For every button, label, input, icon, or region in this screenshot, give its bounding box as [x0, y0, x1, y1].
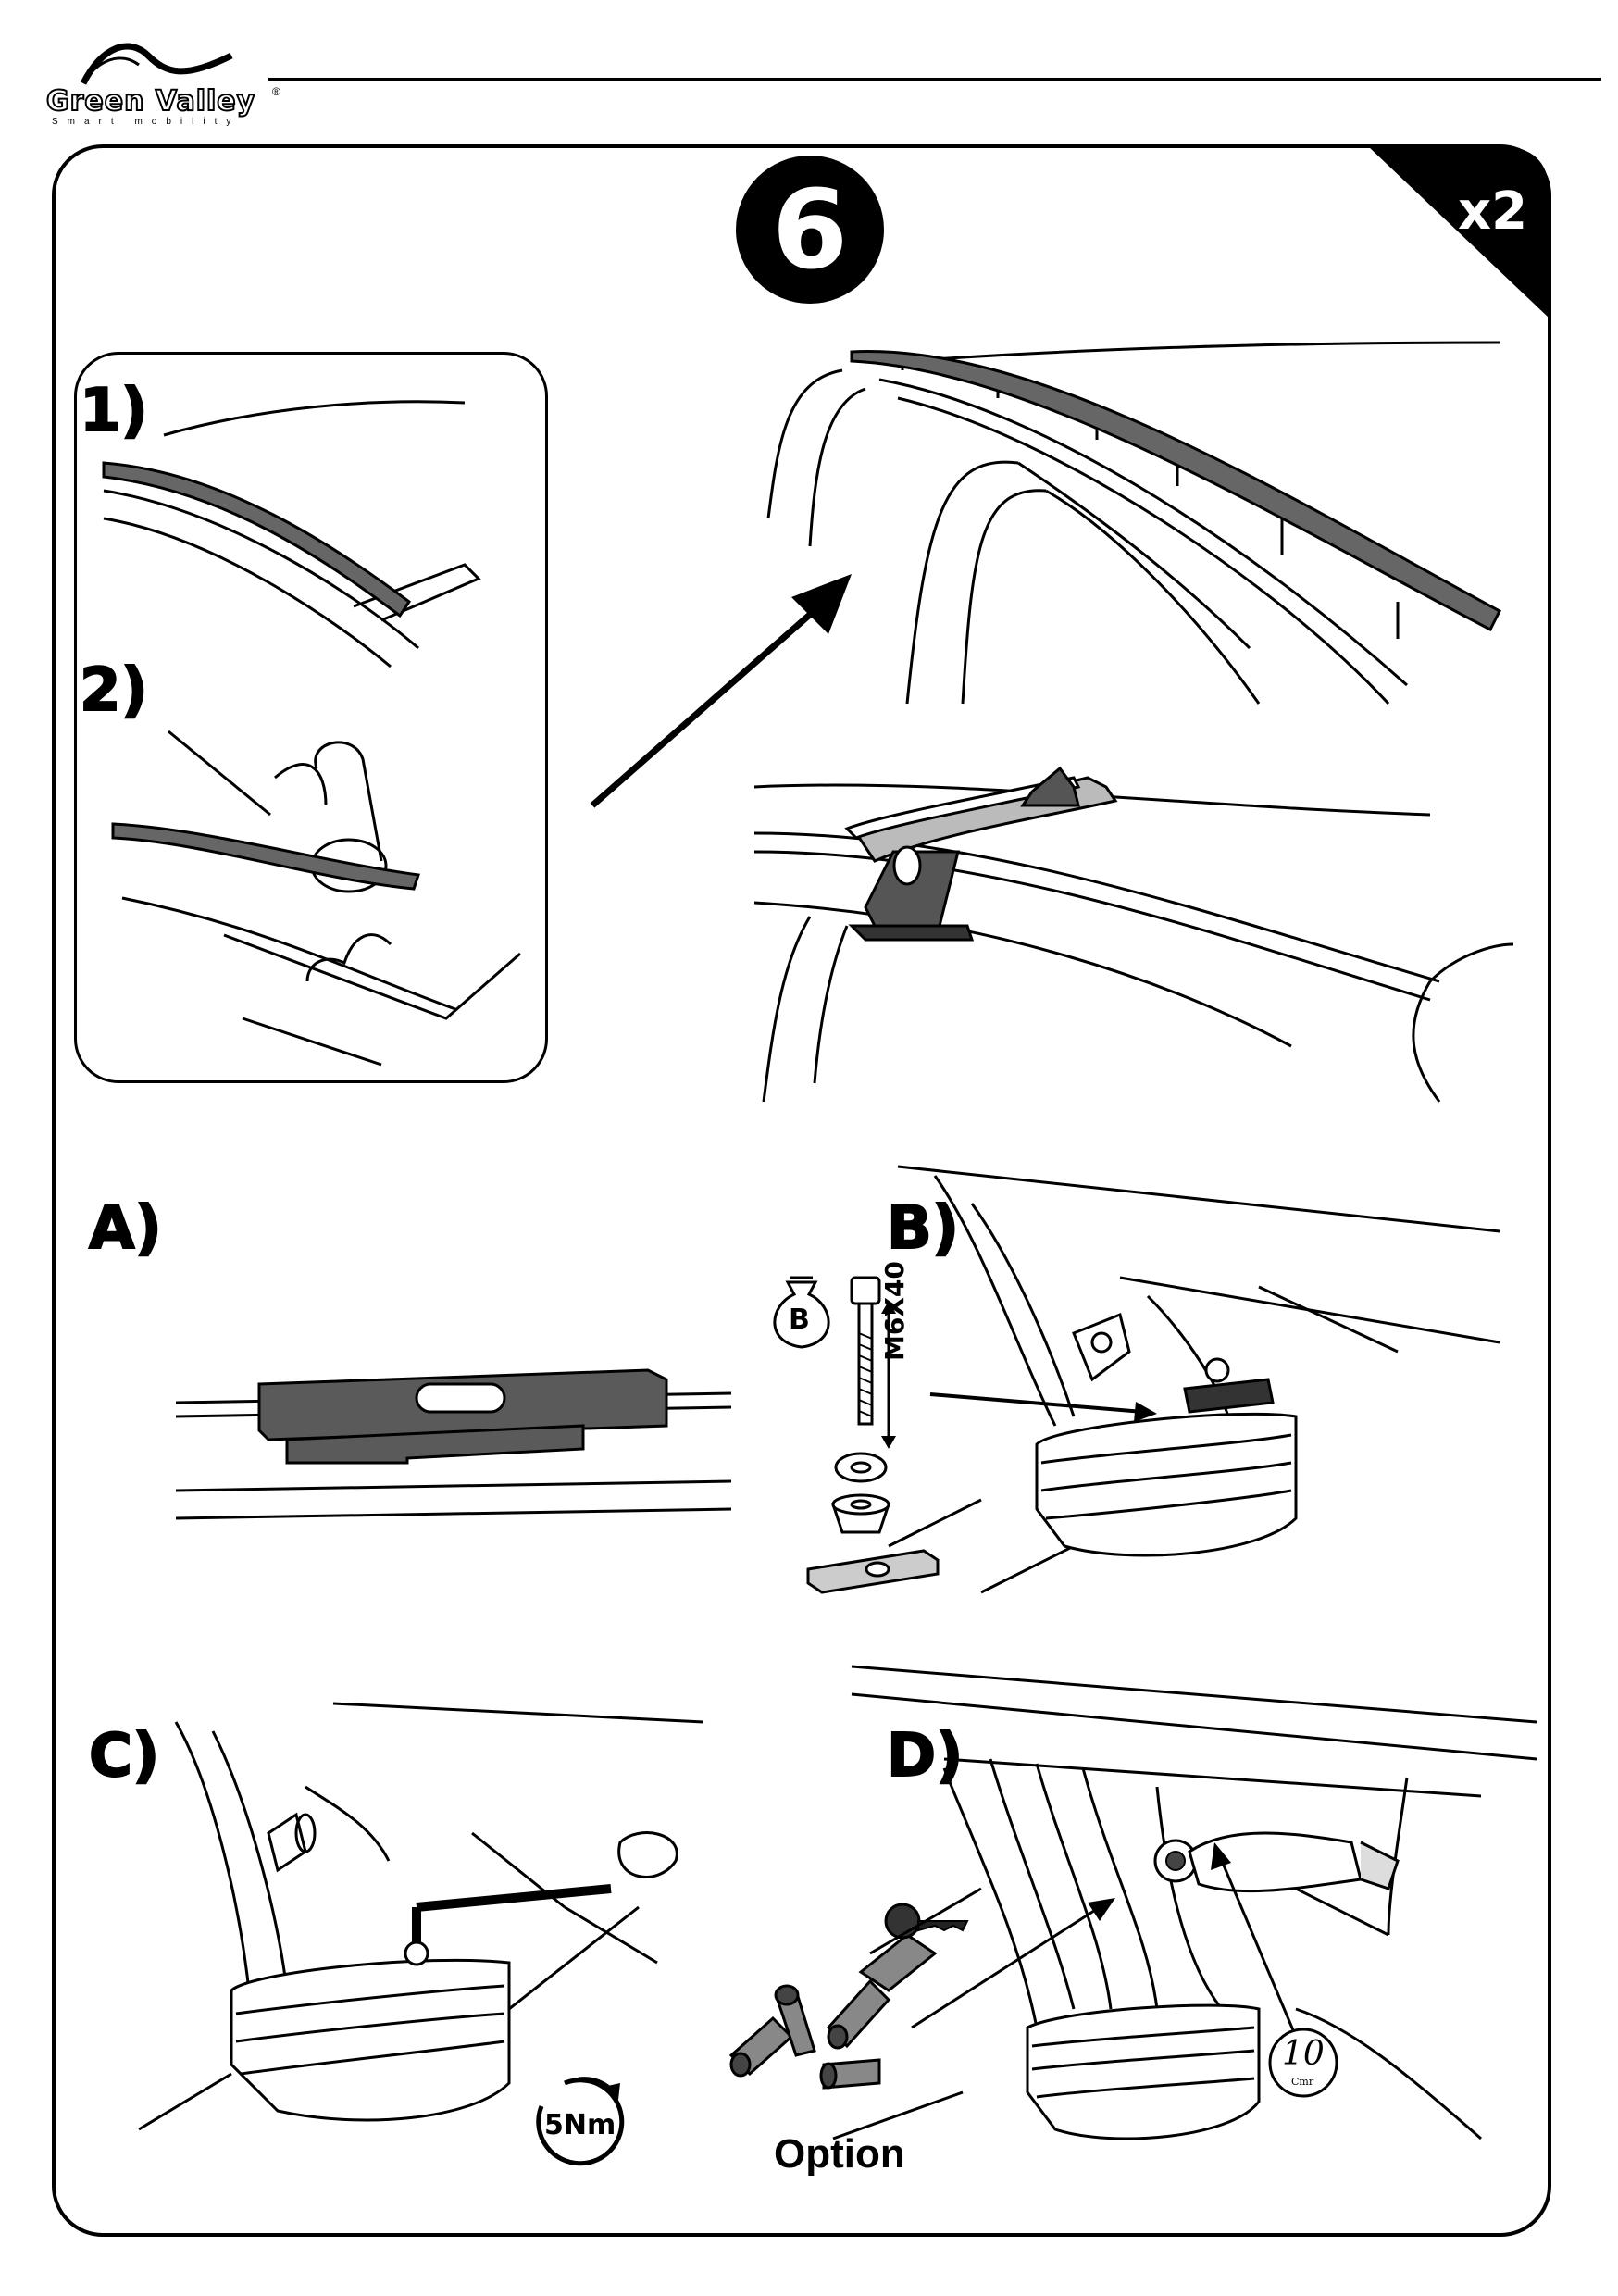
brand-registered-mark: ® — [272, 85, 280, 98]
step-number: 6 — [771, 166, 849, 293]
torque-value: 5Nm — [544, 2109, 616, 2141]
key-arrow-icon — [1211, 1842, 1298, 2038]
torque-rotation-icon — [536, 2077, 625, 2166]
pointer-arrow — [590, 574, 852, 808]
quantity-badge-text: x2 — [1458, 181, 1528, 242]
hardware-bag-icon — [773, 1276, 830, 1349]
brand-swoosh-icon — [80, 43, 233, 85]
panel-a-illustration — [175, 1368, 732, 1520]
panel-b-label: B) — [886, 1194, 960, 1263]
slot-nut-icon — [806, 1549, 940, 1594]
inset-step-1-label: 1) — [79, 377, 149, 445]
quantity-corner-badge — [1368, 146, 1550, 318]
panel-c-label: C) — [88, 1722, 160, 1791]
panel-a-label: A) — [88, 1194, 163, 1263]
brand-name: Green Valley — [45, 84, 256, 119]
brand-logo: Green Valley ® Smart mobility — [45, 28, 287, 130]
key-torque-circle-icon — [1268, 2028, 1338, 2098]
bag-label: B — [789, 1304, 810, 1336]
assembly-arrow-icon — [929, 1392, 1157, 1422]
instruction-frame — [52, 144, 1551, 2237]
brand-tagline: Smart mobility — [52, 117, 241, 127]
inset-step-2-label: 2) — [79, 656, 149, 725]
lock-arrow-icon — [911, 1898, 1115, 2029]
roof-strip-illustration — [766, 341, 1501, 705]
bolt-spec-text: M6X40 — [879, 1261, 910, 1361]
step-number-badge: 6 — [736, 156, 884, 304]
inset-illustration-2 — [111, 730, 521, 1067]
lock-cylinders-icon — [728, 1903, 969, 2090]
panel-c-illustration — [138, 1702, 704, 2131]
panel-b-illustration — [888, 1165, 1500, 1594]
bolt-length-arrow-icon — [881, 1301, 896, 1449]
header-rule — [268, 78, 1601, 81]
key-torque-value: 10 — [1282, 2035, 1325, 2073]
panel-d-label: D) — [886, 1722, 964, 1791]
inset-illustration-1 — [102, 400, 481, 668]
roof-bar-mounted-illustration — [753, 766, 1514, 1103]
panel-d-illustration — [832, 1665, 1537, 2140]
option-label: Option — [774, 2131, 905, 2177]
spacer-icon — [830, 1493, 891, 1534]
washer-icon — [834, 1452, 888, 1483]
bolt-icon — [850, 1276, 881, 1426]
key-torque-unit: Cmr — [1291, 2076, 1314, 2088]
